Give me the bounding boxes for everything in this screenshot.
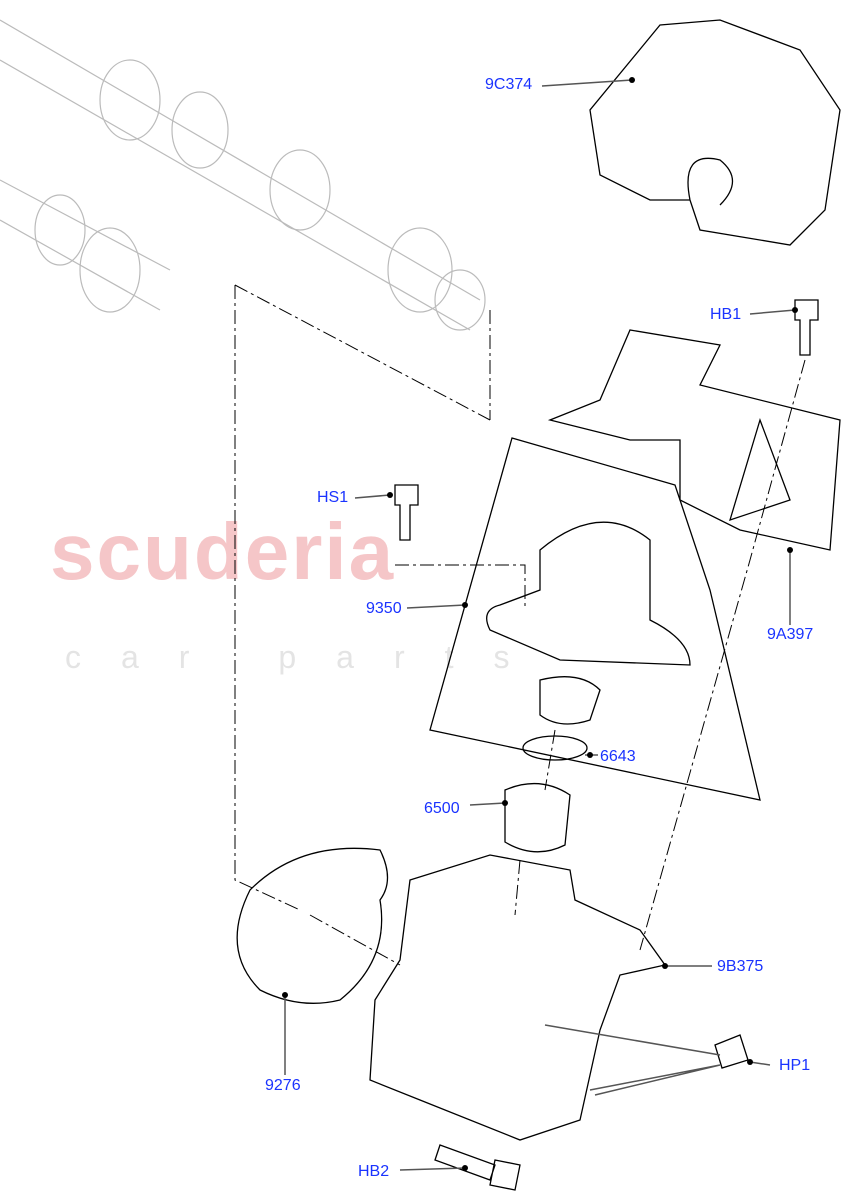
callout-6500[interactable]: 6500 <box>424 800 460 817</box>
leader-dots <box>282 77 798 1171</box>
camshaft-ghost <box>0 19 486 331</box>
leader-lines <box>284 79 796 1171</box>
hp1-plug <box>714 1034 749 1069</box>
dash-dot-lines <box>234 284 806 966</box>
callout-9b375[interactable]: 9B375 <box>717 958 764 975</box>
pump-cover-shape <box>589 19 841 246</box>
callout-hb1[interactable]: HB1 <box>710 306 742 323</box>
callout-hb2[interactable]: HB2 <box>358 1163 390 1180</box>
callout-9350[interactable]: 9350 <box>366 600 402 617</box>
hb2-bolt <box>434 1144 521 1191</box>
callout-9a397[interactable]: 9A397 <box>767 626 814 643</box>
callout-hs1[interactable]: HS1 <box>317 489 349 506</box>
gasket-shape <box>236 847 389 1004</box>
callout-9276[interactable]: 9276 <box>265 1077 301 1094</box>
pump-frame <box>429 437 761 801</box>
bracket-shape <box>547 329 841 551</box>
callout-hp1[interactable]: HP1 <box>779 1057 811 1074</box>
watermark-logo: scuderia <box>50 507 396 596</box>
tappet-shape <box>504 782 571 853</box>
watermark-tagline: car parts <box>65 639 550 675</box>
callout-6643[interactable]: 6643 <box>600 748 636 765</box>
hb1-bolt <box>794 299 819 356</box>
fuel-pump-shape <box>486 521 691 725</box>
hs1-screw <box>394 484 419 541</box>
callout-9c374[interactable]: 9C374 <box>485 76 533 93</box>
o-ring-shape <box>522 735 588 761</box>
housing-shape <box>369 854 667 1141</box>
